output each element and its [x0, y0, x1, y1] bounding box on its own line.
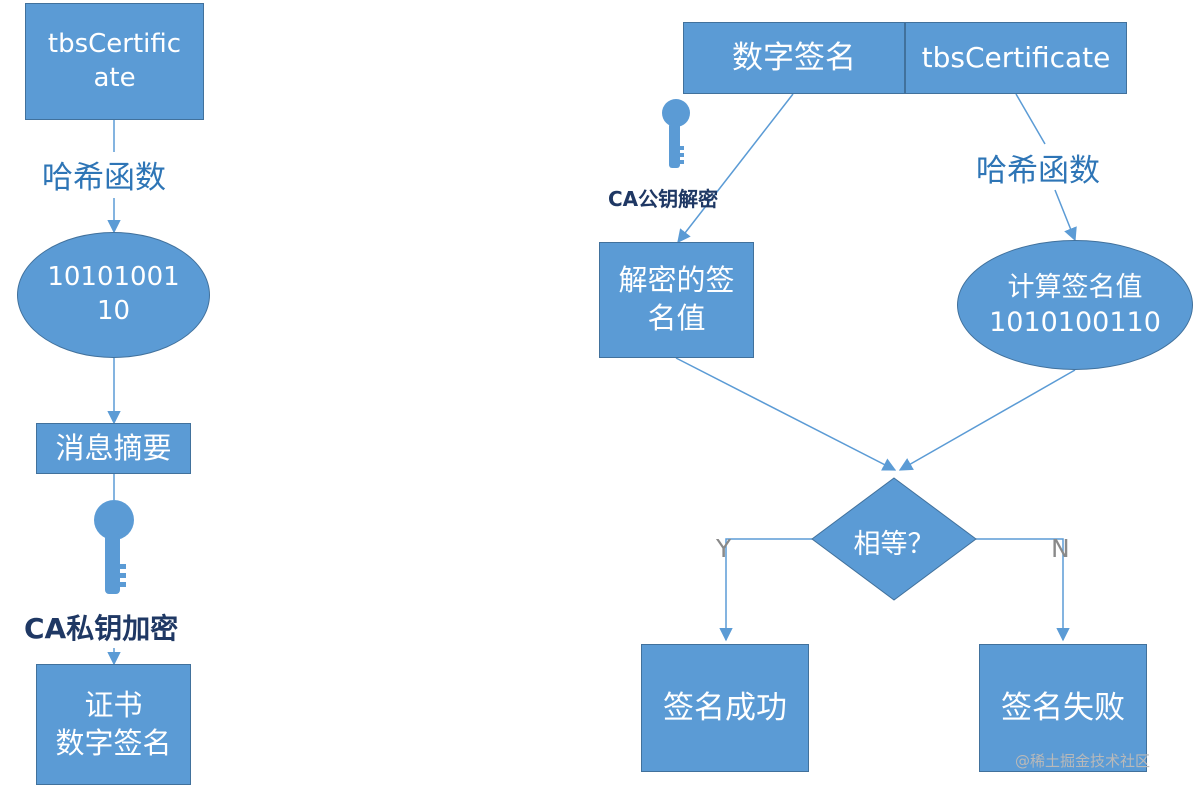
digital-signature-label: 数字签名 — [732, 39, 856, 76]
digital-signature-cell: 数字签名 — [683, 22, 905, 94]
digest-bits-ellipse: 10101001 10 — [17, 232, 210, 358]
private-key-encrypt-label: CA私钥加密 — [24, 612, 179, 645]
computed-signature-ellipse: 计算签名值 1010100110 — [957, 240, 1193, 370]
message-digest-box: 消息摘要 — [36, 423, 191, 474]
decision-label: 相等？ — [853, 529, 935, 560]
signature-success-box: 签名成功 — [641, 644, 809, 772]
key-icon — [662, 99, 690, 168]
yes-branch-label: Y — [716, 534, 732, 563]
message-digest-label: 消息摘要 — [55, 430, 172, 465]
tbs-certificate-cell: tbsCertificate — [905, 22, 1127, 94]
hash-function-label-left: 哈希函数 — [42, 160, 166, 196]
tbs-certificate-box: tbsCertific ate — [25, 3, 204, 120]
decrypted-line-1: 解密的签 — [618, 263, 735, 298]
tbs-box-line-1: tbsCertific — [47, 28, 182, 59]
no-branch-label: N — [1051, 534, 1070, 563]
hash-function-label-right: 哈希函数 — [976, 153, 1100, 189]
arrow-tbs-to-hash-right — [1015, 93, 1046, 145]
arrow-hash-to-computed — [1054, 189, 1077, 242]
digest-bits-line-1: 10101001 — [47, 262, 180, 293]
tbs-box-line-2: ate — [93, 62, 136, 93]
arrow-decrypted-to-decision — [675, 357, 897, 471]
public-key-decrypt-label: CA公钥解密 — [608, 187, 719, 211]
tbs-certificate-cell-label: tbsCertificate — [921, 40, 1111, 74]
key-icon — [94, 500, 134, 594]
success-label: 签名成功 — [663, 689, 787, 726]
decision-diamond — [811, 477, 977, 601]
certificate-line-1: 证书 — [84, 687, 143, 722]
certificate-signature-box: 证书 数字签名 — [36, 664, 191, 785]
decrypted-line-2: 名值 — [647, 301, 706, 335]
digest-bits-line-2: 10 — [96, 296, 131, 326]
signature-fail-box: 签名失败 — [979, 644, 1147, 772]
fail-label: 签名失败 — [1001, 689, 1125, 726]
watermark: @稀土掘金技术社区 — [1015, 752, 1151, 770]
arrow-computed-to-decision — [898, 369, 1076, 471]
computed-line-1: 计算签名值 — [1007, 271, 1143, 303]
arrow-no-branch — [976, 538, 1070, 642]
arrow-signature-to-decrypted — [677, 93, 794, 244]
certificate-line-2: 数字签名 — [55, 725, 172, 760]
decrypted-signature-box: 解密的签 名值 — [599, 242, 754, 358]
computed-line-2: 1010100110 — [989, 307, 1161, 338]
arrow-yes-branch — [719, 538, 812, 642]
